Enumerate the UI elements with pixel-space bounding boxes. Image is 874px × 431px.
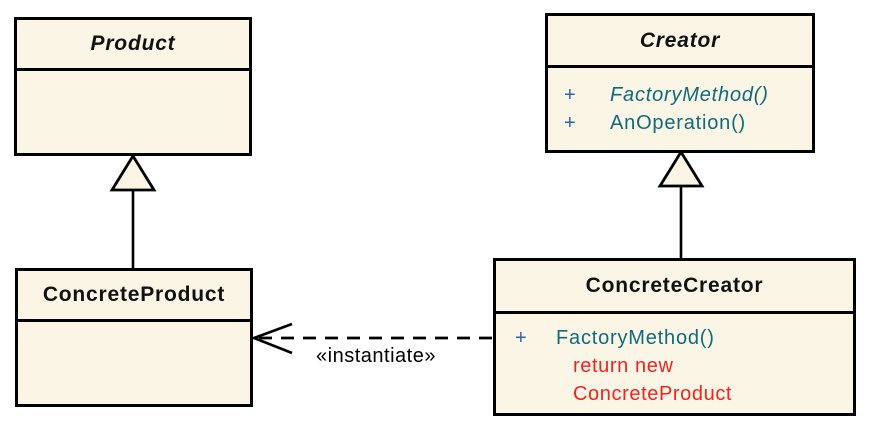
visibility-plus: + <box>564 112 577 134</box>
class-body-creator: + FactoryMethod() + AnOperation() <box>548 68 812 150</box>
class-box-concrete-product: ConcreteProduct <box>15 268 253 407</box>
class-box-creator: Creator + FactoryMethod() + AnOperation(… <box>545 13 815 153</box>
product-inheritance-triangle-icon <box>109 153 157 192</box>
class-box-concrete-creator: ConcreteCreator + FactoryMethod() return… <box>493 258 856 416</box>
class-box-product: Product <box>14 17 252 156</box>
method-row-an-operation: + AnOperation() <box>564 109 812 137</box>
method-row-factory-method: + FactoryMethod() <box>564 81 812 109</box>
method-name: FactoryMethod() <box>556 327 715 349</box>
creator-inheritance-triangle-icon <box>657 149 705 188</box>
annotation-line-1: return new <box>573 355 674 377</box>
class-title-creator: Creator <box>548 16 812 68</box>
method-annotation: return new ConcreteProduct <box>515 352 853 408</box>
class-title-concrete-product: ConcreteProduct <box>18 271 250 322</box>
method-row-factory-method: + FactoryMethod() <box>515 324 853 352</box>
instantiate-label: «instantiate» <box>316 345 436 367</box>
method-name: AnOperation() <box>610 112 747 134</box>
visibility-plus: + <box>564 84 577 106</box>
annotation-line-2: ConcreteProduct <box>573 383 733 405</box>
class-title-product: Product <box>17 20 249 71</box>
class-body-product <box>17 71 249 153</box>
class-body-concrete-creator: + FactoryMethod() return new ConcretePro… <box>496 314 853 413</box>
method-name: FactoryMethod() <box>610 84 769 106</box>
class-body-concrete-product <box>18 322 250 404</box>
class-title-concrete-creator: ConcreteCreator <box>496 261 853 314</box>
visibility-plus: + <box>515 327 528 349</box>
instantiate-open-arrowhead-icon <box>250 322 293 355</box>
